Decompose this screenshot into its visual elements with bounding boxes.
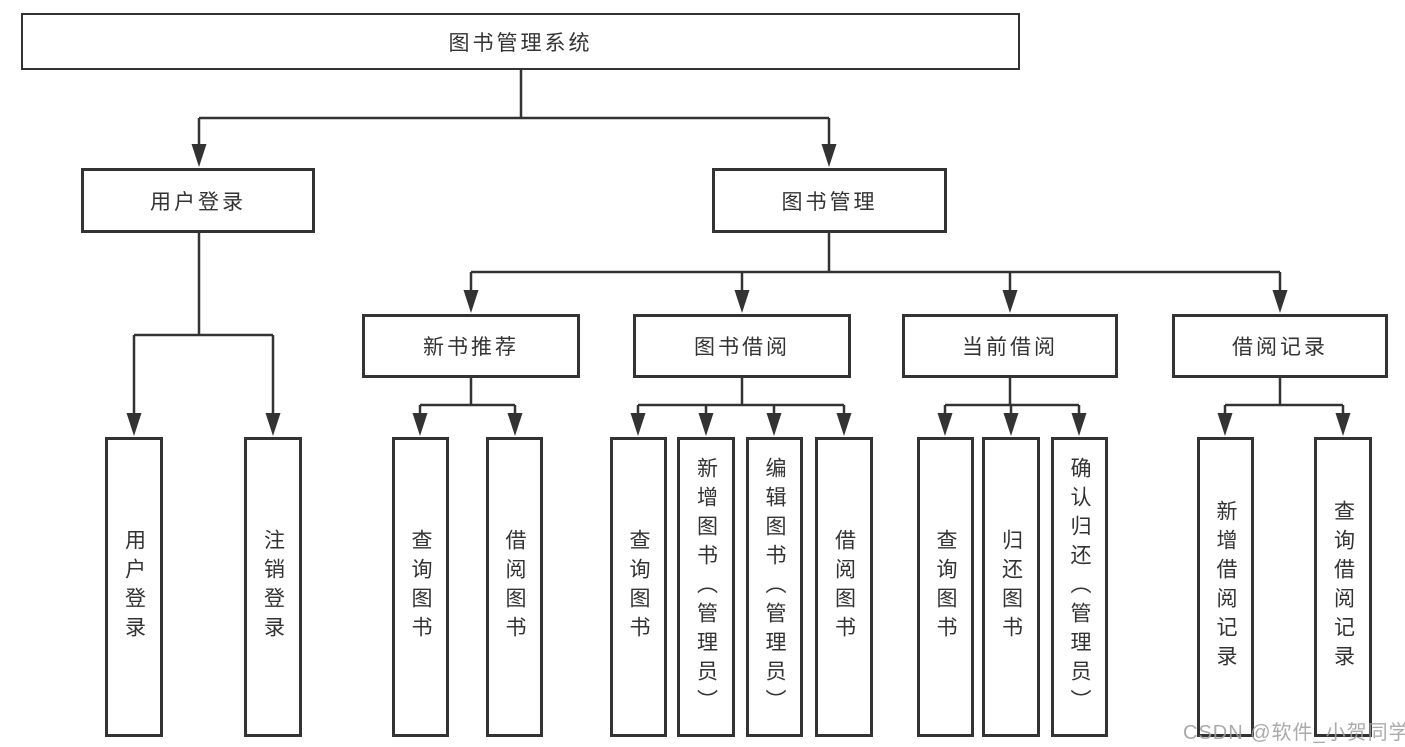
node-current-borrowing: 当前借阅 xyxy=(902,314,1118,378)
connector-book-borrow-children xyxy=(630,378,852,436)
arrow-down-icon xyxy=(126,413,142,436)
connector-current-children xyxy=(937,378,1087,436)
arrow-down-icon xyxy=(630,413,646,436)
connector-record-children xyxy=(1217,378,1351,436)
connector-new-rec-children xyxy=(412,378,523,436)
watermark: CSDN @软件_小贺同学 xyxy=(1183,722,1405,744)
node-label: 用户登录 xyxy=(150,190,246,214)
node-label: 编辑图书（管理员） xyxy=(763,456,786,718)
leaf-user-login: 用户登录 xyxy=(105,437,163,737)
node-label: 借阅图书 xyxy=(503,529,526,645)
arrow-down-icon xyxy=(191,144,207,167)
arrow-down-icon xyxy=(1335,413,1351,436)
node-label: 借阅记录 xyxy=(1232,336,1328,359)
arrow-down-icon xyxy=(937,413,953,436)
node-label: 借阅图书 xyxy=(832,529,856,645)
leaf-add-books-admin: 新增图书（管理员） xyxy=(677,437,735,737)
node-label: 新增借阅记录 xyxy=(1214,500,1237,674)
arrow-down-icon xyxy=(766,413,782,436)
node-label: 查询图书 xyxy=(934,529,957,645)
leaf-confirm-return-admin: 确认归还（管理员） xyxy=(1051,437,1108,737)
arrow-down-icon xyxy=(698,413,714,436)
leaf-query-books: 查询图书 xyxy=(610,437,667,737)
arrow-down-icon xyxy=(265,413,281,436)
arrow-down-icon xyxy=(463,290,479,313)
node-label: 归还图书 xyxy=(999,529,1023,645)
arrow-down-icon xyxy=(507,413,523,436)
node-book-management: 图书管理 xyxy=(712,168,947,233)
node-new-book-recommendation: 新书推荐 xyxy=(362,314,580,378)
arrow-down-icon xyxy=(1003,413,1019,436)
arrow-down-icon xyxy=(1002,290,1018,313)
node-label: 图书管理 xyxy=(781,190,878,214)
node-label: 用户登录 xyxy=(122,529,146,645)
leaf-borrow-books: 借阅图书 xyxy=(486,437,543,737)
leaf-return-books: 归还图书 xyxy=(982,437,1040,737)
arrow-down-icon xyxy=(1272,290,1288,313)
arrow-down-icon xyxy=(734,290,750,313)
connector-user-login-children xyxy=(126,233,281,436)
arrow-down-icon xyxy=(821,144,837,167)
arrow-down-icon xyxy=(1071,413,1087,436)
node-label: 图书借阅 xyxy=(694,336,790,359)
node-label: 确认归还（管理员） xyxy=(1068,456,1091,718)
node-book-management-system: 图书管理系统 xyxy=(21,13,1020,70)
node-label: 新增图书（管理员） xyxy=(694,456,718,718)
leaf-edit-books-admin: 编辑图书（管理员） xyxy=(746,437,803,737)
node-label: 新书推荐 xyxy=(423,336,519,359)
arrow-down-icon xyxy=(1217,413,1233,436)
node-label: 查询图书 xyxy=(409,529,432,645)
leaf-borrow-books: 借阅图书 xyxy=(815,437,873,737)
node-label: 当前借阅 xyxy=(962,336,1058,359)
leaf-logout: 注销登录 xyxy=(244,437,302,737)
node-user-login: 用户登录 xyxy=(81,168,315,233)
arrow-down-icon xyxy=(412,413,428,436)
leaf-query-books: 查询图书 xyxy=(917,437,974,737)
node-label: 查询图书 xyxy=(627,529,650,645)
leaf-query-books: 查询图书 xyxy=(392,437,449,737)
node-label: 注销登录 xyxy=(261,529,285,645)
leaf-add-borrow-record: 新增借阅记录 xyxy=(1197,437,1254,737)
node-label: 查询借阅记录 xyxy=(1331,500,1355,674)
leaf-query-borrow-record: 查询借阅记录 xyxy=(1314,437,1372,737)
node-label: 图书管理系统 xyxy=(448,31,593,55)
arrow-down-icon xyxy=(836,413,852,436)
node-borrowing-records: 借阅记录 xyxy=(1172,314,1388,378)
node-book-borrowing: 图书借阅 xyxy=(633,314,851,378)
connector-book-mgmt-children xyxy=(463,233,1288,313)
connector-root-to-level2 xyxy=(191,70,837,167)
